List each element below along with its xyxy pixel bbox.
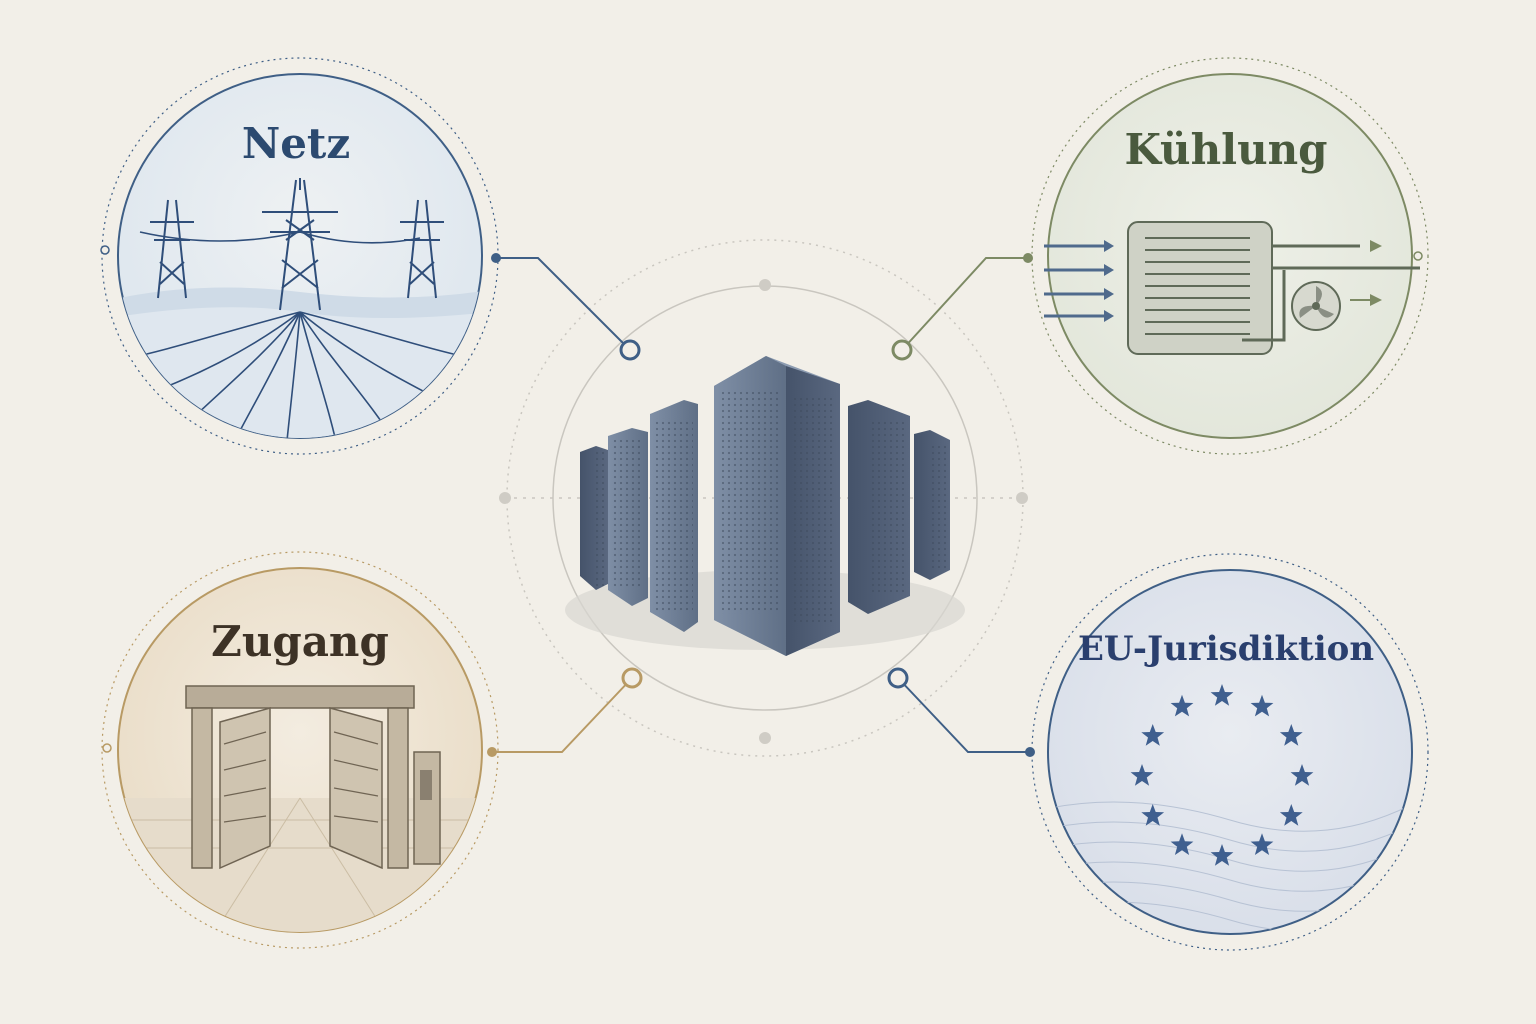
node-netz-label: Netz (242, 119, 350, 168)
eu-star (1170, 833, 1194, 855)
node-kuehlung: Kühlung (1031, 57, 1429, 455)
gate-icon (118, 685, 482, 932)
eu-star (1130, 764, 1154, 786)
node-zugang: Zugang (101, 551, 499, 949)
node-netz: Netz (100, 57, 499, 455)
node-eu: EU-Jurisdiktion (1031, 553, 1429, 951)
eu-star (1210, 684, 1234, 706)
eu-star (1141, 804, 1165, 826)
node-eu-label: EU-Jurisdiktion (1078, 629, 1374, 669)
eu-star (1279, 724, 1303, 746)
connector-zugang (487, 667, 643, 757)
connector-kuehlung (891, 253, 1033, 361)
eu-star (1141, 724, 1165, 746)
eu-star (1250, 833, 1274, 855)
eu-star (1170, 694, 1194, 717)
eu-stars-icon (1130, 684, 1314, 866)
connector-eu (887, 667, 1035, 757)
node-kuehlung-label: Kühlung (1124, 125, 1327, 174)
eu-star (1279, 804, 1303, 826)
eu-star (1250, 694, 1274, 717)
eu-star (1210, 844, 1234, 866)
connector-netz (491, 253, 641, 361)
center-rings (499, 239, 1028, 757)
server-racks-icon (565, 356, 965, 656)
eu-star (1290, 764, 1314, 786)
node-zugang-label: Zugang (211, 617, 389, 666)
heat-exchanger-icon (1044, 221, 1420, 355)
